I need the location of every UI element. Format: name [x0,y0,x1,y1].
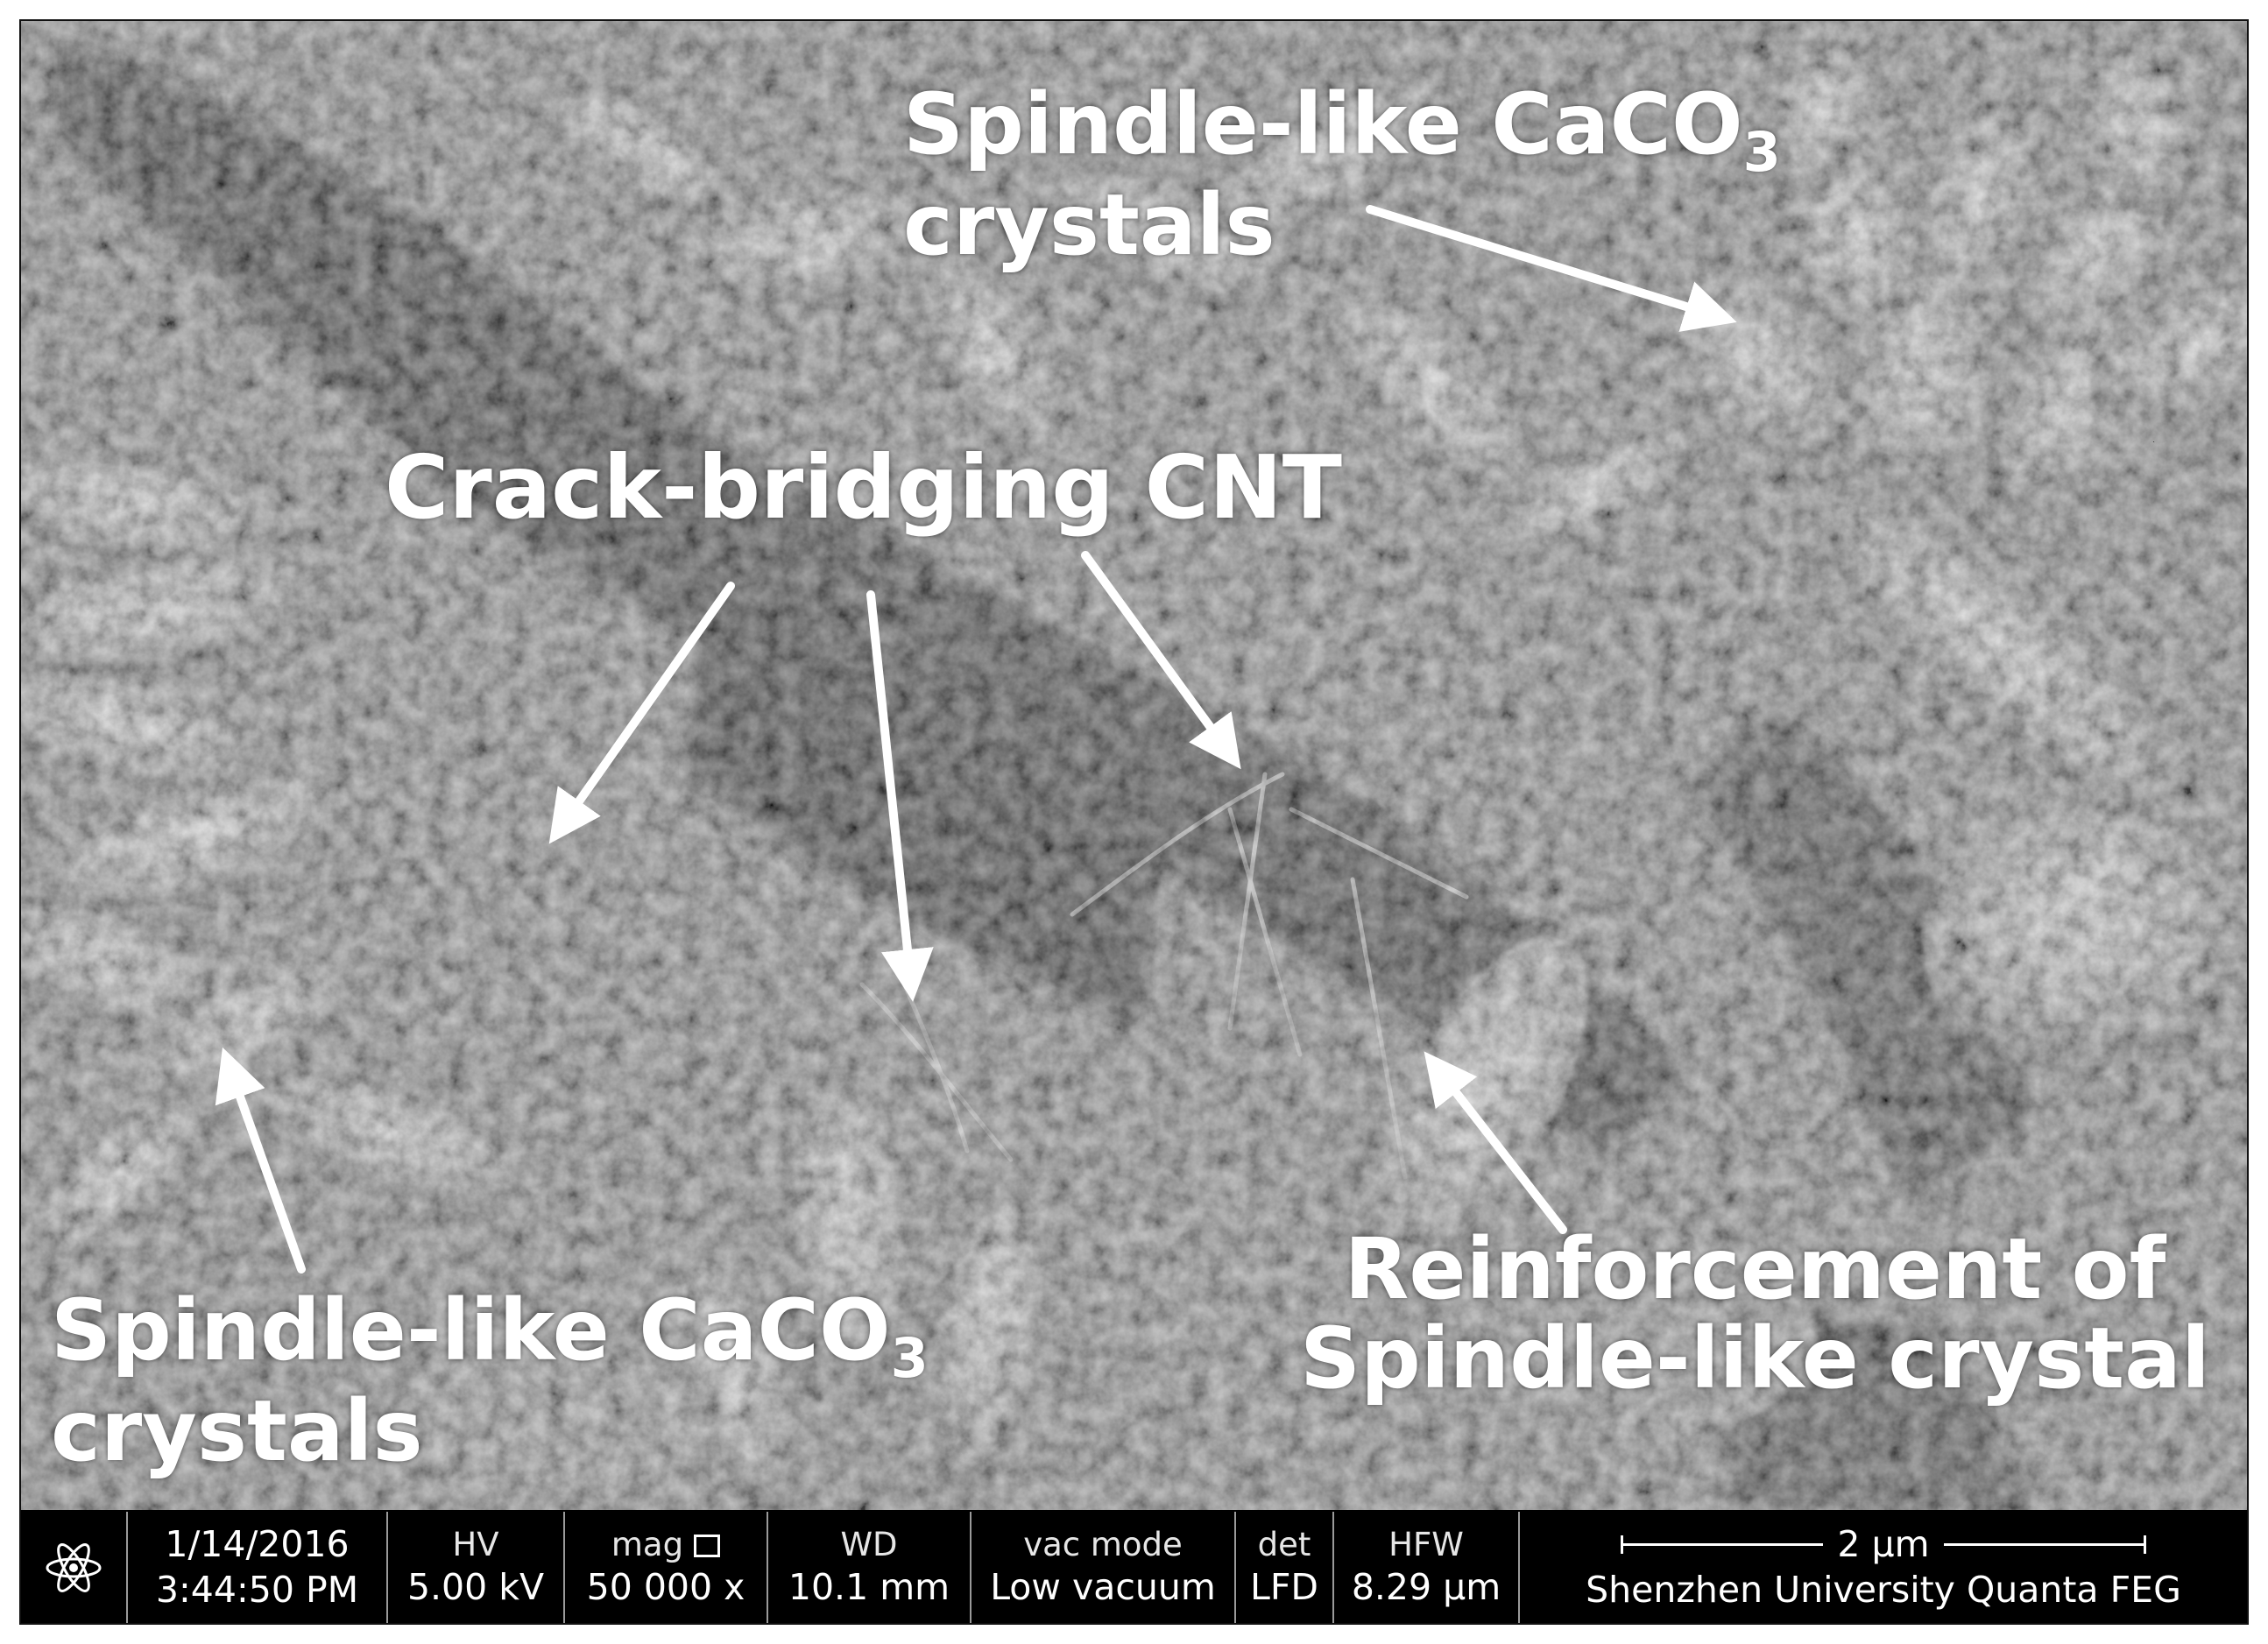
databar-hv-label: HV [452,1525,499,1563]
scale-bar: 2 µm [1621,1522,2147,1567]
databar-instrument: Shenzhen University Quanta FEG [1586,1568,2181,1611]
databar-wd-value: 10.1 mm [788,1566,950,1608]
label-reinforcement: Reinforcement of Spindle-like crystal [1300,1220,2210,1408]
label-spindle-top-right: Spindle-like CaCO3 crystals [903,80,1781,274]
databar-wd-cell: WD 10.1 mm [768,1512,971,1623]
scale-bar-left [1621,1535,1824,1555]
databar-mag-value: 50 000 x [586,1566,745,1608]
label-spindle-top-right-line2: crystals [903,175,1275,274]
label-spindle-bottom-left-sub: 3 [890,1326,929,1391]
label-spindle-top-right-line1: Spindle-like CaCO [903,75,1743,173]
databar-det-value: LFD [1250,1566,1318,1608]
sem-micrograph-frame: Spindle-like CaCO3 crystals Crack-bridgi… [19,19,2249,1625]
databar-vac-label: vac mode [1023,1525,1183,1563]
mag-box-icon [694,1535,721,1558]
scale-bar-label: 2 µm [1837,1523,1930,1566]
arrow-bottom-right [1424,1051,1567,1234]
databar-scale-cell: 2 µm Shenzhen University Quanta FEG [1520,1512,2247,1623]
label-crack-bridging-cnt: Crack-bridging CNT [385,441,1342,534]
label-spindle-bottom-left: Spindle-like CaCO3 crystals [51,1286,929,1480]
databar-mag-label: mag [611,1525,684,1563]
arrow-cnt-right [1081,551,1241,770]
databar-hfw-cell: HFW 8.29 µm [1334,1512,1520,1623]
label-spindle-bottom-left-line1: Spindle-like CaCO [51,1281,891,1379]
databar-hfw-value: 8.29 µm [1351,1566,1501,1608]
annotation-arrows [215,205,1737,1274]
databar-hv-cell: HV 5.00 kV [388,1512,565,1623]
label-spindle-top-right-sub: 3 [1742,120,1781,185]
label-reinforcement-line1: Reinforcement of [1344,1220,2166,1318]
databar-time: 3:44:50 PM [155,1568,359,1611]
databar-vac-cell: vac mode Low vacuum [971,1512,1236,1623]
arrow-cnt-left [548,582,735,844]
databar-vac-value: Low vacuum [990,1566,1216,1608]
databar-wd-label: WD [840,1525,898,1563]
databar-mag-cell: mag 50 000 x [565,1512,768,1623]
databar-hfw-label: HFW [1388,1525,1464,1563]
databar-date: 1/14/2016 [165,1523,350,1566]
databar-hv-value: 5.00 kV [406,1566,545,1608]
arrow-cnt-center [866,590,934,1002]
databar-logo-cell [21,1512,128,1623]
label-reinforcement-line2: Spindle-like crystal [1300,1309,2210,1408]
atom-icon [46,1542,102,1592]
label-spindle-bottom-left-line2: crystals [51,1381,423,1480]
databar-det-cell: det LFD [1236,1512,1334,1623]
databar-det-label: det [1257,1525,1311,1563]
scale-bar-right [1943,1535,2147,1555]
arrow-bottom-left [215,1047,306,1274]
databar-datetime-cell: 1/14/2016 3:44:50 PM [128,1512,388,1623]
label-crack-bridging-cnt-line1: Crack-bridging CNT [385,436,1342,539]
sem-micrograph [21,21,2247,1510]
arrow-top-right [1366,205,1737,332]
sem-databar: 1/14/2016 3:44:50 PM HV 5.00 kV mag 50 0… [21,1512,2247,1623]
